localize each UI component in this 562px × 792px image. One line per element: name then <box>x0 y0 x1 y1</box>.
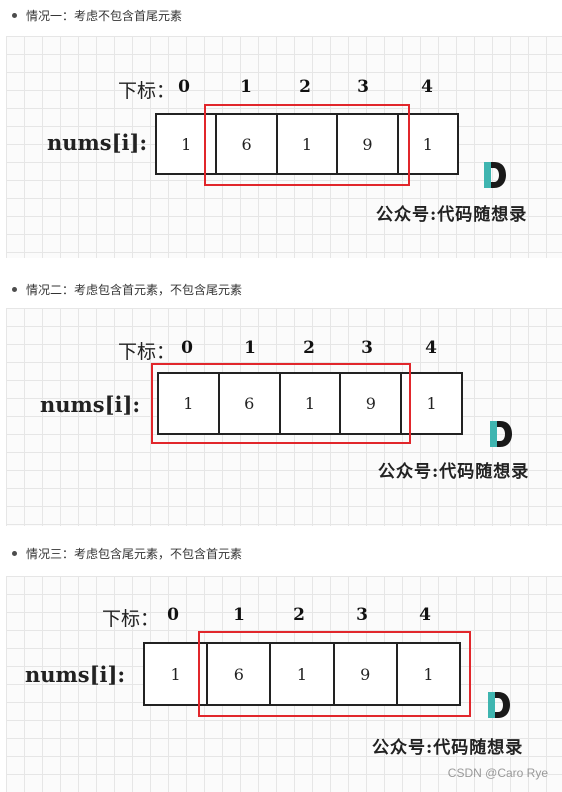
index-label: 下标： <box>118 341 176 363</box>
array-cell: 1 <box>278 115 339 173</box>
array-label: nums[i]: <box>25 662 126 687</box>
array-cell: 6 <box>217 115 278 173</box>
highlight-range <box>198 631 471 717</box>
array-cell: 1 <box>157 115 218 173</box>
index-4: 4 <box>425 338 437 358</box>
index-3: 3 <box>361 338 373 358</box>
array-cell: 1 <box>426 394 437 413</box>
index-1: 1 <box>233 605 245 625</box>
index-0: 0 <box>181 338 193 358</box>
index-0: 0 <box>178 77 190 97</box>
array-cell: 9 <box>338 115 399 173</box>
footer-credit: CSDN @Caro Rye <box>447 766 548 780</box>
array-box: 1 6 1 9 1 <box>143 642 461 706</box>
array-cell: 1 <box>271 644 335 704</box>
array-cell: 1 <box>422 134 433 154</box>
case-2-heading: 情况二：考虑包含首元素，不包含尾元素 <box>8 280 242 298</box>
index-4: 4 <box>421 77 433 97</box>
case-2-figure: 下标： 0 1 2 3 4 nums[i]: 1 6 1 9 1 公众号:代码随… <box>6 308 562 526</box>
array-cell: 1 <box>159 374 220 433</box>
index-label: 下标： <box>118 80 176 102</box>
watermark: 公众号:代码随想录 <box>378 462 530 482</box>
array-cell: 1 <box>281 374 342 433</box>
array-cell: 1 <box>423 664 434 684</box>
array-cell: 1 <box>145 644 209 704</box>
case-3-label: 情况三：考虑包含尾元素，不包含首元素 <box>26 546 243 561</box>
array-cell: 9 <box>335 644 398 704</box>
array-cell: 6 <box>208 644 272 704</box>
array-cell: 9 <box>341 374 403 433</box>
case-1-label: 情况一：考虑不包含首尾元素 <box>26 8 183 23</box>
index-3: 3 <box>357 77 369 97</box>
index-label: 下标： <box>102 608 160 630</box>
index-3: 3 <box>356 605 368 625</box>
case-3-figure: 下标： 0 1 2 3 4 nums[i]: 1 6 1 9 1 公众号:代码随… <box>6 576 562 792</box>
array-cell: 6 <box>220 374 281 433</box>
case-1-figure: 下标： 0 1 2 3 4 nums[i]: 1 6 1 9 1 公众号:代码随… <box>6 36 562 258</box>
array-label: nums[i]: <box>47 130 148 155</box>
highlight-range <box>204 104 410 186</box>
logo-icon <box>488 692 510 718</box>
watermark: 公众号:代码随想录 <box>376 205 528 225</box>
logo-icon <box>490 421 512 447</box>
index-1: 1 <box>244 338 256 358</box>
case-2-label: 情况二：考虑包含首元素，不包含尾元素 <box>26 282 243 297</box>
index-2: 2 <box>293 605 305 625</box>
index-2: 2 <box>303 338 315 358</box>
index-0: 0 <box>167 605 179 625</box>
case-1-heading: 情况一：考虑不包含首尾元素 <box>8 6 182 24</box>
watermark: 公众号:代码随想录 <box>372 738 524 758</box>
array-label: nums[i]: <box>40 392 141 417</box>
case-3-heading: 情况三：考虑包含尾元素，不包含首元素 <box>8 544 242 562</box>
logo-icon <box>484 162 506 188</box>
bullet-icon <box>12 286 17 292</box>
index-2: 2 <box>299 77 311 97</box>
index-4: 4 <box>419 605 431 625</box>
index-1: 1 <box>240 77 252 97</box>
array-box: 1 6 1 9 1 <box>157 372 463 435</box>
bullet-icon <box>12 12 17 18</box>
highlight-range <box>151 363 411 444</box>
bullet-icon <box>12 550 17 556</box>
